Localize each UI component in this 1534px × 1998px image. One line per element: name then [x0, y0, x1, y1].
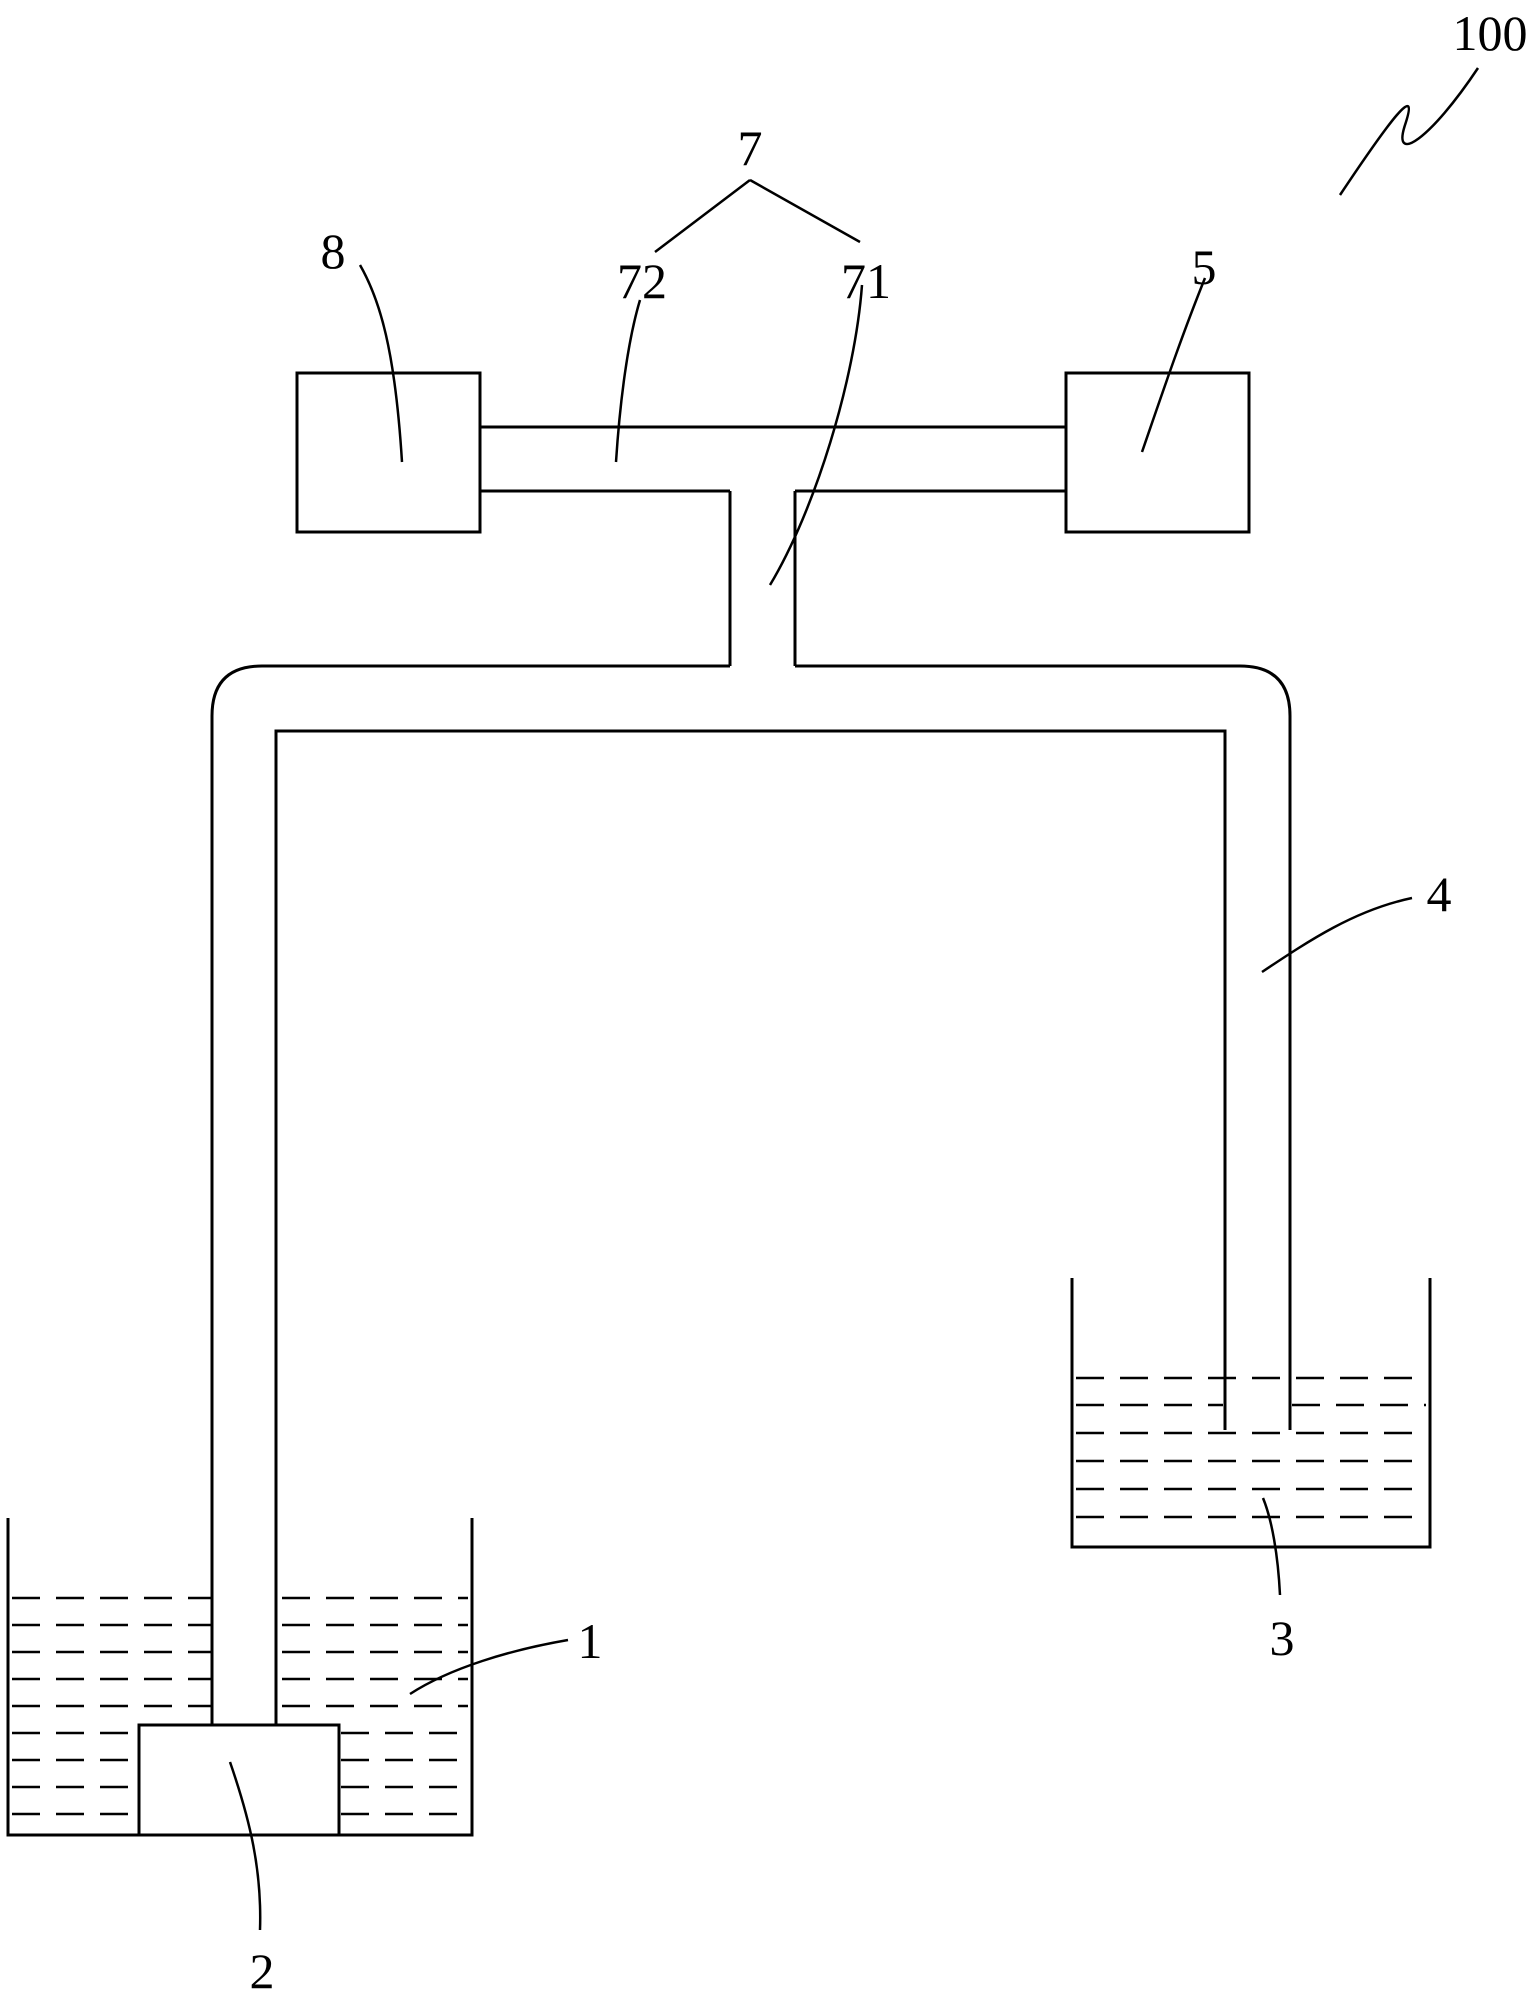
leader-4: [1261, 896, 1413, 974]
leader-1: [409, 1638, 569, 1696]
leader-72: [614, 299, 642, 463]
pump-2-box: [137, 1723, 341, 1837]
leader-71: [768, 284, 864, 586]
assembly-7-bracket: [654, 178, 861, 253]
label-3: 3: [1270, 1610, 1295, 1666]
label-2: 2: [250, 1943, 275, 1998]
label-72: 72: [617, 253, 667, 309]
pipe-4: [210, 664, 1292, 1725]
reference-100: 100: [1338, 5, 1528, 196]
branch-71-pipe: [728, 491, 797, 666]
component-8-box: [295, 371, 482, 534]
component-5-box: [1064, 371, 1251, 534]
label-4: 4: [1427, 866, 1452, 922]
label-7: 7: [738, 120, 763, 176]
liquid-3: [1076, 1376, 1426, 1519]
label-8: 8: [321, 223, 346, 279]
label-5: 5: [1192, 239, 1217, 295]
label-71: 71: [841, 253, 891, 309]
leader-2: [228, 1761, 262, 1931]
leader-5: [1140, 277, 1207, 453]
leader-100: [1338, 67, 1480, 196]
leader-3: [1261, 1497, 1282, 1596]
reservoir-3: [1070, 1278, 1432, 1549]
label-100: 100: [1453, 5, 1528, 61]
label-1: 1: [578, 1613, 603, 1669]
leader-8: [358, 264, 404, 463]
branch-72-pipe: [480, 425, 1066, 493]
